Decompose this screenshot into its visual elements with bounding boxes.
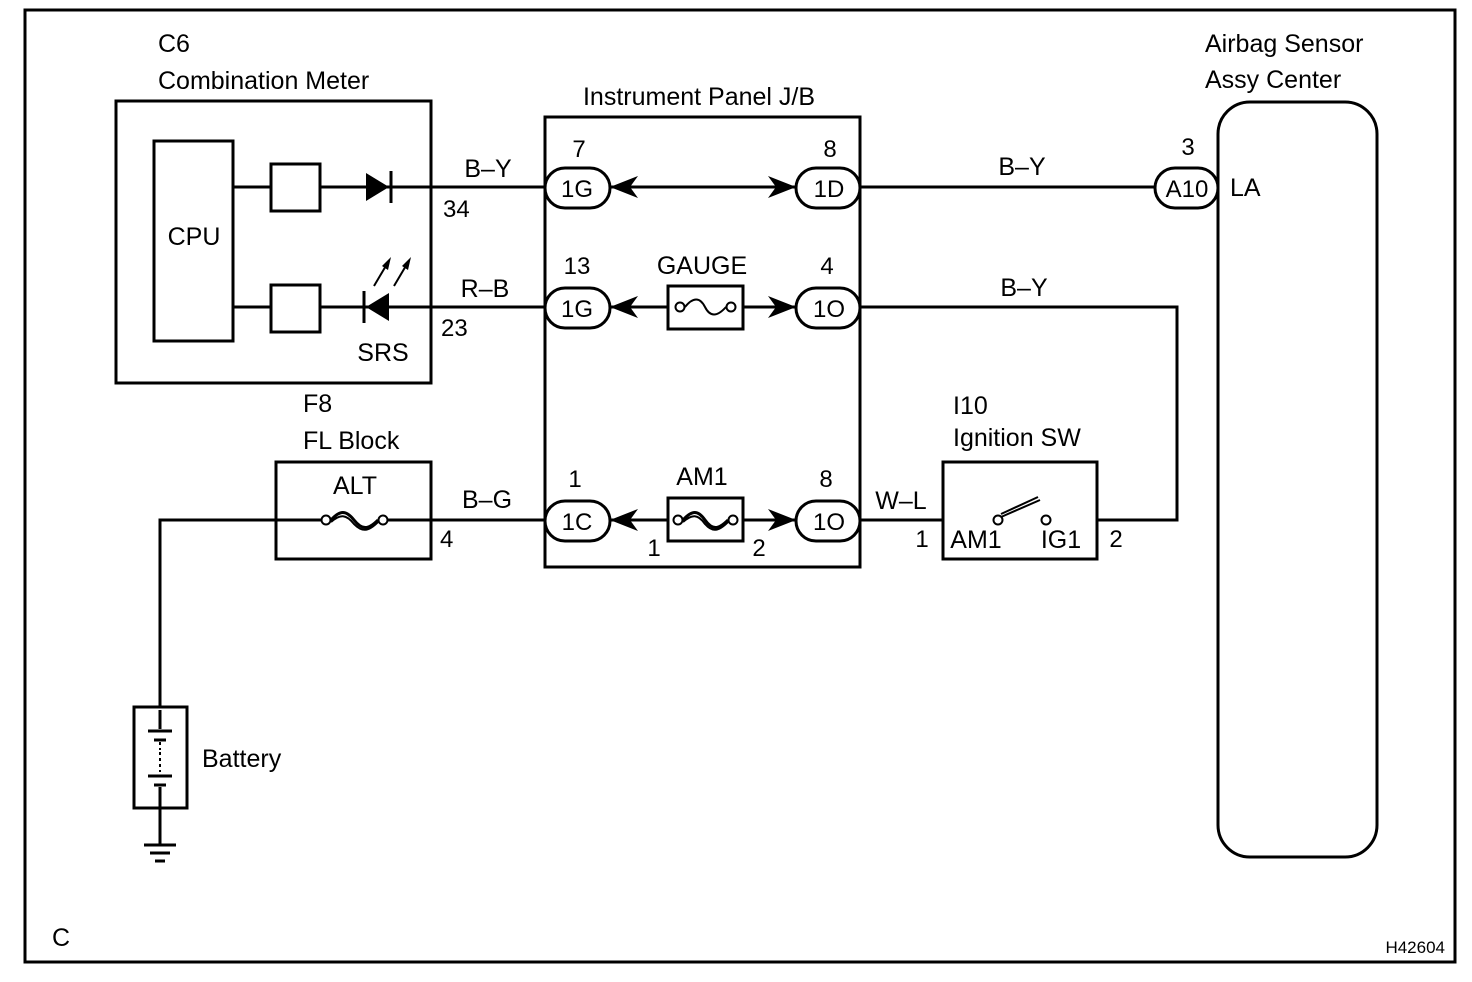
am1-fuse-label: AM1 [676,463,727,491]
airbag-sensor-box [1216,100,1379,859]
cpu-box [152,139,235,343]
wire-label-b-y-middle-right: B–Y [1000,274,1048,302]
wire-label-b-g: B–G [462,486,512,514]
combination-meter-code: C6 [158,30,190,58]
combination-meter-name: Combination Meter [158,67,369,95]
connector-1g-middle [543,286,612,330]
fl-block-name: FL Block [303,427,400,455]
connector-1c-pin: 1 [568,466,581,493]
ignition-terminal-am1: AM1 [950,526,1001,554]
connector-arrow-right-icon [768,176,796,198]
jb-name: Instrument Panel J/B [583,83,815,111]
driver-box-bottom [269,283,322,334]
connector-arrow-right-icon [768,509,796,531]
figure-code: H42604 [1385,938,1445,957]
battery-label: Battery [202,745,282,773]
pin-4-alt: 4 [440,526,453,553]
wire-label-b-y-top-right: B–Y [998,153,1046,181]
wire-battery-feed [158,518,321,710]
ignition-terminal-ig1: IG1 [1041,526,1081,554]
fl-block-box [274,460,433,561]
connector-arrow-right-icon [768,296,796,318]
ignition-switch-box [941,460,1099,561]
connector-arrow-left-icon [610,296,638,318]
ignition-switch: I10 Ignition SW AM1 IG1 1 2 [915,392,1123,561]
airbag-terminal-la: LA [1230,174,1261,202]
airbag-sensor-name-line2: Assy Center [1205,66,1341,94]
alt-fuse-label: ALT [333,472,377,500]
connector-a10-pin: 3 [1181,134,1194,161]
wire-b-y-from-ig1 [860,305,1179,522]
fusible-link-icon [320,511,389,531]
connector-a10-label: A10 [1166,176,1209,203]
fl-block-code: F8 [303,390,332,418]
connector-1o-middle-label: 1O [813,296,845,323]
connector-arrow-left-icon [610,509,638,531]
led-icon [362,257,411,323]
wire-label-r-b: R–B [461,275,510,303]
connector-arrow-left-icon [610,176,638,198]
ignition-pin-2: 2 [1109,526,1122,553]
connector-1g-middle-pin: 13 [564,253,591,280]
connector-a10 [1153,166,1220,210]
wire-label-b-y-left: B–Y [464,155,512,183]
diode-icon [366,171,393,203]
ignition-switch-code: I10 [953,392,988,420]
switch-contact-icon [992,496,1052,526]
ignition-switch-name: Ignition SW [953,424,1081,452]
page-label: C [52,924,70,952]
am1-fuse-pin-1: 1 [647,535,660,562]
airbag-sensor-assy: Airbag Sensor Assy Center A10 3 LA [1153,30,1379,859]
connector-1c [543,499,612,543]
driver-box-top [269,162,322,213]
connector-1c-label: 1C [562,509,593,536]
battery: Battery [132,705,282,863]
srs-indicator-label: SRS [357,339,408,367]
connector-1g-top [543,166,612,210]
pin-34: 34 [443,196,470,223]
connector-1g-top-pin: 7 [572,136,585,163]
connector-1g-top-label: 1G [561,176,593,203]
connector-1o-bottom-label: 1O [813,509,845,536]
instrument-panel-jb: Instrument Panel J/B 1G 7 1D 8 1G 13 1O … [543,83,862,569]
pin-23: 23 [441,315,468,342]
connector-1g-middle-label: 1G [561,296,593,323]
ignition-pin-1: 1 [915,526,928,553]
connector-1o-middle-pin: 4 [820,253,833,280]
am1-fusible-link-icon [666,496,745,543]
gauge-fuse-label: GAUGE [657,252,747,280]
gauge-fuse-icon [666,284,745,331]
am1-fuse-pin-2: 2 [752,535,765,562]
wire-label-w-l: W–L [875,487,927,515]
cpu-label: CPU [168,223,221,251]
fl-block: F8 FL Block ALT 4 [274,390,453,561]
airbag-sensor-name-line1: Airbag Sensor [1205,30,1363,58]
combination-meter: C6 Combination Meter CPU SRS 34 23 [114,30,545,385]
connector-1d-pin: 8 [823,136,836,163]
connector-1d-label: 1D [814,176,845,203]
ground-icon [144,843,176,863]
connector-1o-bottom-pin: 8 [819,466,832,493]
